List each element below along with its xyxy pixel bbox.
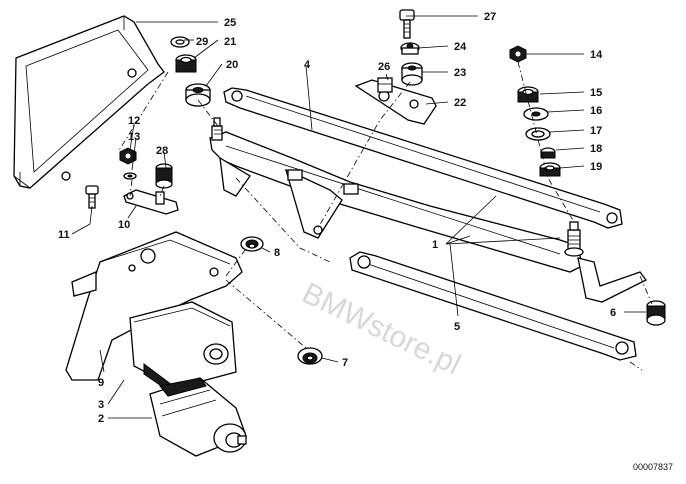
callout-1: 1 bbox=[432, 239, 438, 251]
part-washer-13 bbox=[123, 172, 137, 180]
part-lower-linkage-rod bbox=[349, 251, 637, 361]
callout-13: 13 bbox=[128, 131, 140, 143]
part-ring-17 bbox=[525, 127, 551, 141]
callout-21: 21 bbox=[224, 36, 236, 48]
callout-8: 8 bbox=[274, 247, 280, 259]
part-motor-2 bbox=[149, 377, 247, 457]
assembly-axes bbox=[117, 61, 653, 371]
callout-28: 28 bbox=[156, 145, 168, 157]
part-grommet-19 bbox=[539, 162, 561, 177]
document-number: 00007837 bbox=[633, 462, 673, 472]
part-washer-24 bbox=[400, 42, 420, 55]
callout-12: 12 bbox=[128, 115, 140, 127]
callout-24: 24 bbox=[454, 41, 467, 53]
callout-9: 9 bbox=[98, 377, 104, 389]
part-bolt-11 bbox=[85, 185, 99, 209]
callout-6: 6 bbox=[610, 307, 616, 319]
part-bushing-15 bbox=[517, 86, 539, 103]
callout-18: 18 bbox=[590, 143, 602, 155]
callout-14: 14 bbox=[590, 49, 603, 61]
callout-25: 25 bbox=[224, 17, 236, 29]
part-mounting-plate bbox=[354, 77, 437, 125]
part-grommet-8 bbox=[240, 236, 264, 252]
callout-numbers: 25 29 21 20 4 27 24 23 22 26 14 15 16 17… bbox=[58, 11, 616, 425]
part-bushing-23 bbox=[401, 62, 423, 86]
callout-17: 17 bbox=[590, 125, 602, 137]
right-wiper-spindle bbox=[564, 221, 584, 257]
callout-2: 2 bbox=[98, 413, 104, 425]
part-washer-29 bbox=[170, 36, 190, 48]
callout-16: 16 bbox=[590, 105, 602, 117]
part-bushing-21 bbox=[175, 54, 197, 73]
callout-7: 7 bbox=[342, 357, 348, 369]
part-upper-linkage-rod bbox=[223, 87, 623, 229]
callout-3: 3 bbox=[98, 399, 104, 411]
callout-10: 10 bbox=[118, 219, 130, 231]
callout-20: 20 bbox=[226, 59, 238, 71]
part-grommet-6 bbox=[646, 300, 666, 326]
callout-5: 5 bbox=[454, 321, 460, 333]
part-bolt-27 bbox=[399, 9, 415, 39]
part-bushing-28 bbox=[155, 163, 173, 189]
part-main-wiper-frame bbox=[209, 131, 647, 303]
left-wiper-spindle bbox=[211, 117, 223, 141]
callout-23: 23 bbox=[454, 67, 466, 79]
callout-19: 19 bbox=[590, 161, 602, 173]
part-grommet-7 bbox=[297, 347, 323, 365]
part-cap-18 bbox=[540, 147, 556, 159]
part-crank-arm-10 bbox=[123, 189, 179, 215]
callout-4: 4 bbox=[304, 59, 311, 71]
callout-11: 11 bbox=[58, 229, 70, 241]
callout-27: 27 bbox=[484, 11, 496, 23]
part-bracket-cover bbox=[13, 15, 165, 189]
part-nut-14 bbox=[509, 45, 527, 63]
callout-22: 22 bbox=[454, 97, 466, 109]
part-grommet-20 bbox=[185, 83, 211, 107]
callout-29: 29 bbox=[196, 36, 208, 48]
leader-lines bbox=[71, 15, 646, 419]
part-nut-12 bbox=[119, 147, 137, 165]
callout-15: 15 bbox=[590, 87, 602, 99]
part-washer-16 bbox=[523, 107, 549, 121]
callout-26: 26 bbox=[378, 61, 390, 73]
